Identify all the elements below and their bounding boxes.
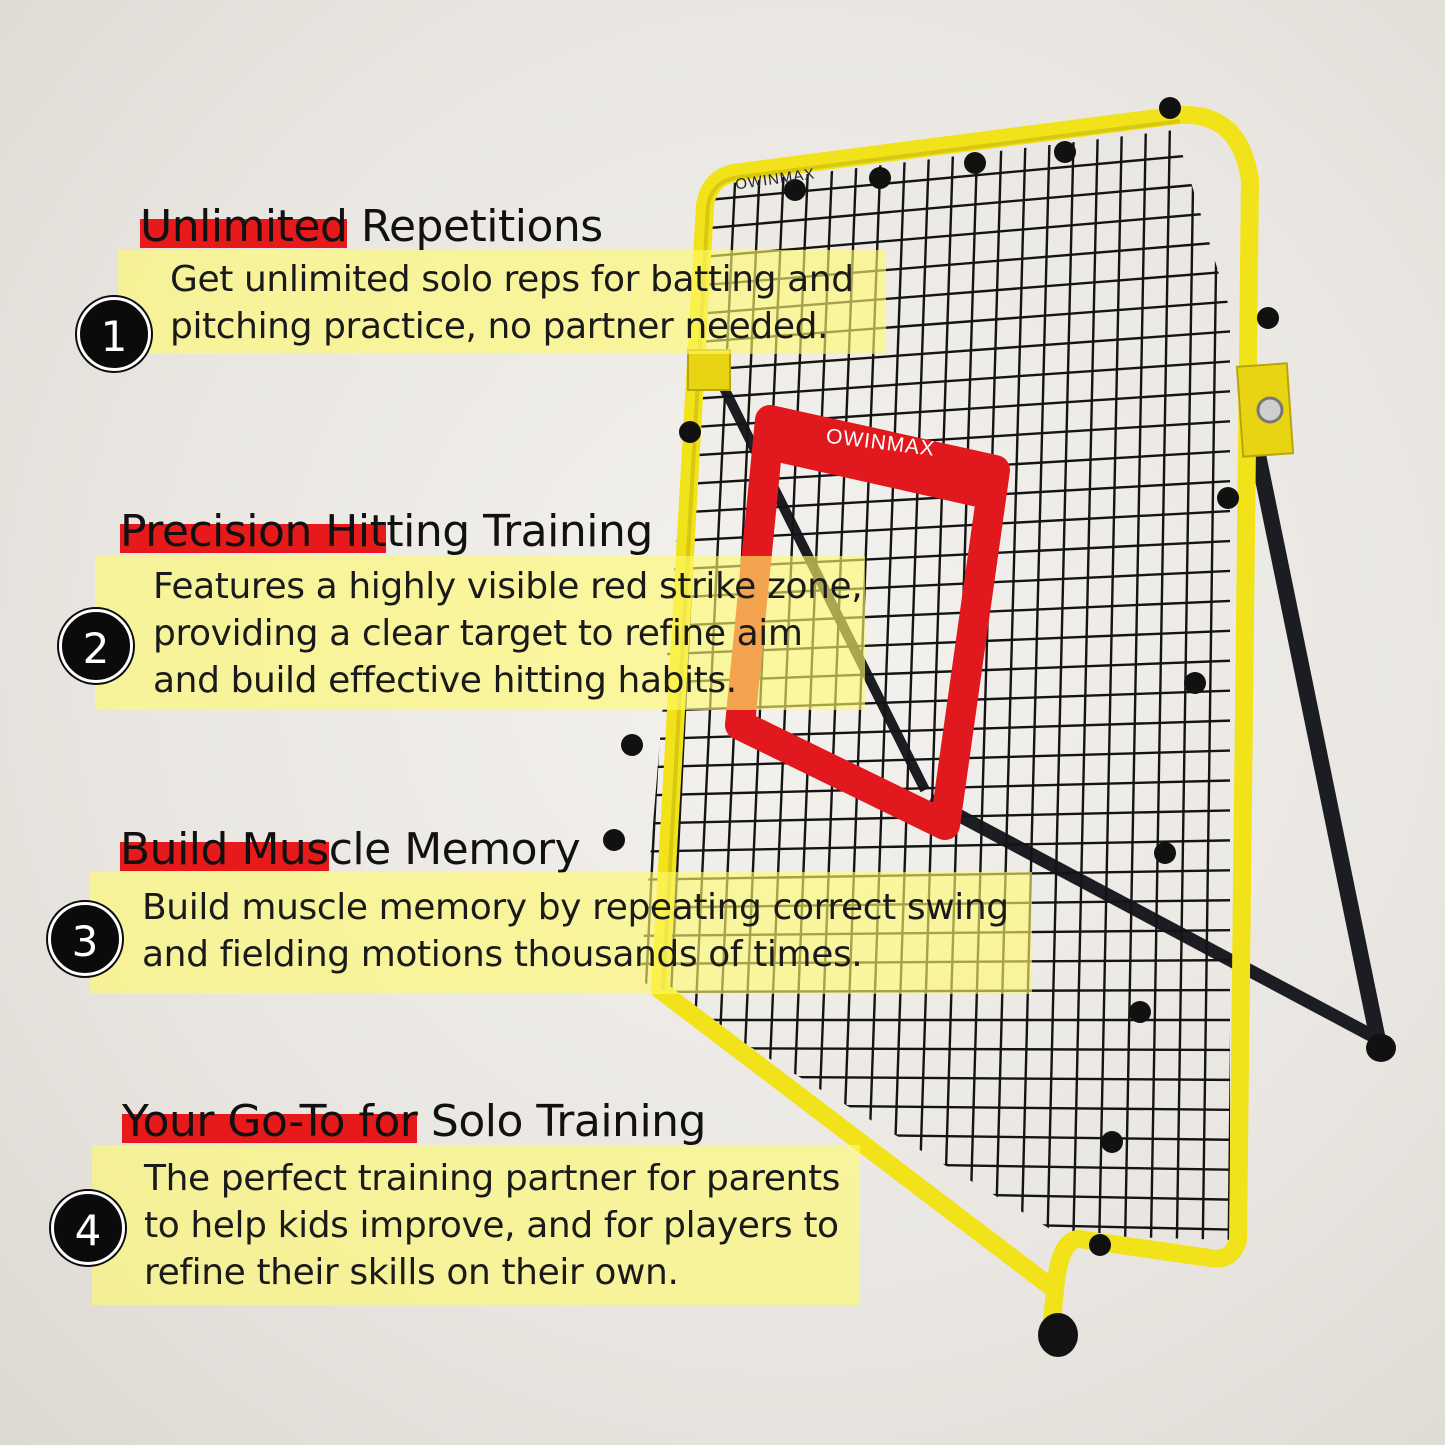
bungee-knobs (603, 97, 1279, 1256)
hinge-bolt (1256, 396, 1284, 424)
yellow-frame (651, 105, 1259, 1329)
net-mesh (640, 130, 1230, 1240)
rear-leg (1247, 432, 1388, 1058)
frame-foot-front (1038, 1313, 1078, 1357)
yellow-frame-lower (651, 981, 1064, 1299)
frame-shading (661, 119, 1181, 991)
leg-foot (1366, 1034, 1396, 1062)
left-bracket (687, 349, 731, 391)
rear-support-bar (926, 794, 1384, 1046)
